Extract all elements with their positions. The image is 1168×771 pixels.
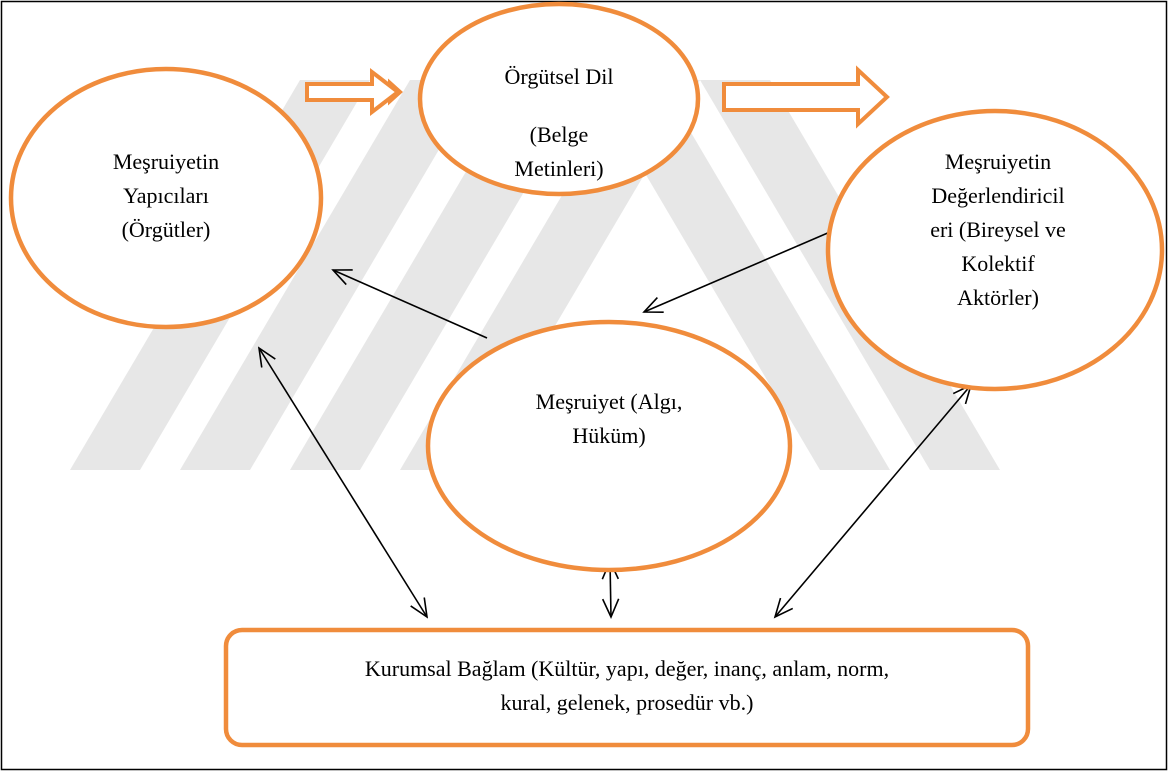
node-evaluators bbox=[825, 108, 1165, 392]
evaluators-label: Meşruiyetin Değerlendiricil eri (Bireyse… bbox=[930, 149, 1066, 310]
node-makers bbox=[8, 66, 324, 330]
connectors bbox=[257, 231, 973, 619]
connector-evaluators-to-legitimacy bbox=[642, 231, 831, 314]
legitimacy-label: Meşruiyet (Algı, Hüküm) bbox=[535, 389, 683, 448]
makers-label: Meşruiyetin Yapıcıları (Örgütler) bbox=[112, 149, 220, 242]
block-arrow-language-to-evaluators bbox=[722, 65, 890, 129]
node-language bbox=[417, 1, 701, 197]
node-context bbox=[223, 627, 1031, 748]
language-subtitle: (Belge Metinleri) bbox=[514, 122, 604, 181]
node-legitimacy bbox=[425, 319, 793, 573]
block-arrow-makers-to-language-body bbox=[305, 67, 402, 117]
connector-legitimacy-to-makers bbox=[331, 269, 488, 339]
context-label: Kurumsal Bağlam (Kültür, yapı, değer, in… bbox=[364, 656, 890, 715]
connector-makers-context bbox=[257, 346, 429, 619]
connector-evaluators-context bbox=[773, 383, 973, 619]
language-title: Örgütsel Dil bbox=[504, 64, 614, 89]
